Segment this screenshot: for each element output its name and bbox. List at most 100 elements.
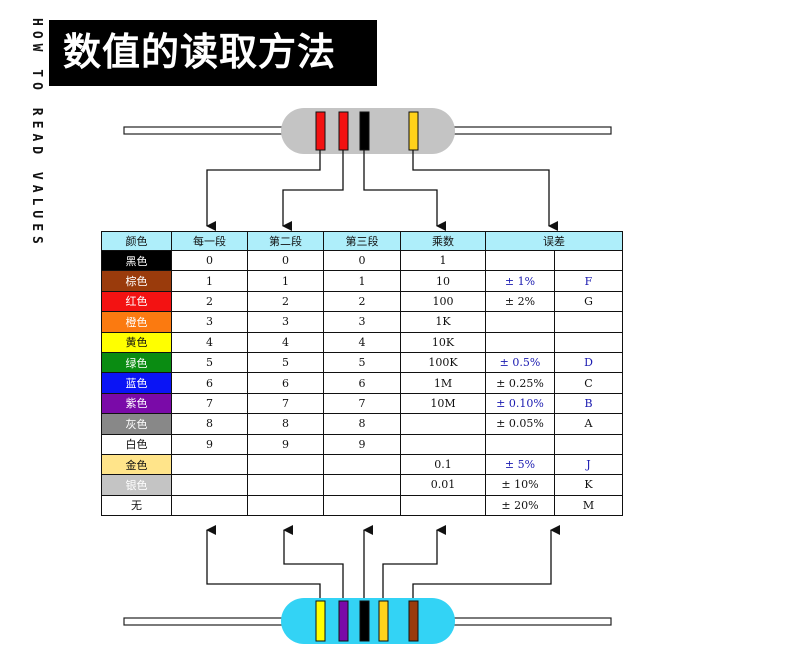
tolerance-code-cell: C [554, 372, 623, 394]
digit3-cell [323, 453, 401, 476]
tolerance-cell: ± 0.05% [485, 413, 555, 435]
digit3-cell [323, 474, 401, 496]
digit3-cell: 9 [323, 433, 401, 455]
digit3-cell: 4 [323, 331, 401, 353]
resistor-band [338, 111, 349, 151]
digit2-cell: 2 [247, 290, 324, 313]
digit1-cell [171, 474, 248, 496]
tolerance-cell: ± 5% [485, 453, 555, 476]
tolerance-code-cell: K [554, 474, 623, 496]
digit2-cell: 6 [247, 372, 324, 394]
tolerance-cell [485, 433, 555, 455]
multiplier-cell: 1M [400, 372, 486, 394]
tolerance-cell [485, 311, 555, 333]
digit1-cell: 5 [171, 351, 248, 374]
digit3-cell: 1 [323, 270, 401, 292]
resistor-band [378, 600, 389, 642]
tolerance-code-cell: M [554, 494, 623, 517]
top-resistor-lead-right [449, 126, 612, 135]
multiplier-cell: 100K [400, 351, 486, 374]
tolerance-code-cell: G [554, 290, 623, 313]
table-row: 无± 20%M [101, 494, 623, 517]
digit1-cell: 6 [171, 372, 248, 394]
digit2-cell: 5 [247, 351, 324, 374]
resistor-band [315, 600, 326, 642]
side-caption: HOW TO READ VALUES [29, 18, 44, 249]
multiplier-cell: 0.01 [400, 474, 486, 496]
tolerance-code-cell: A [554, 413, 623, 435]
multiplier-cell [400, 494, 486, 517]
top-connectors [206, 150, 558, 231]
color-cell: 金色 [101, 453, 172, 476]
digit1-cell: 7 [171, 392, 248, 415]
digit1-cell: 0 [171, 249, 248, 272]
top-resistor-lead-left [123, 126, 287, 135]
multiplier-cell [400, 433, 486, 455]
digit3-cell: 2 [323, 290, 401, 313]
connector-b-band4 [382, 525, 446, 600]
bottom-resistor-lead-right [449, 617, 612, 626]
header-color: 颜色 [101, 231, 172, 251]
connector-b-band1 [206, 525, 321, 600]
digit2-cell: 7 [247, 392, 324, 415]
digit2-cell: 1 [247, 270, 324, 292]
multiplier-cell [400, 413, 486, 435]
color-cell: 紫色 [101, 392, 172, 415]
color-cell: 橙色 [101, 311, 172, 333]
digit3-cell: 0 [323, 249, 401, 272]
bottom-resistor [123, 598, 612, 644]
resistor-band [359, 111, 370, 151]
digit2-cell: 4 [247, 331, 324, 353]
tolerance-cell: ± 0.25% [485, 372, 555, 394]
digit2-cell [247, 453, 324, 476]
resistor-band [338, 600, 349, 642]
tolerance-code-cell [554, 433, 623, 455]
tolerance-code-cell [554, 311, 623, 333]
digit3-cell: 7 [323, 392, 401, 415]
tolerance-cell: ± 2% [485, 290, 555, 313]
color-cell: 绿色 [101, 351, 172, 374]
digit2-cell: 3 [247, 311, 324, 333]
table-header-row: 颜色 每一段 第二段 第三段 乘数 误差 [101, 231, 623, 251]
tolerance-cell [485, 331, 555, 353]
digit1-cell [171, 453, 248, 476]
digit1-cell [171, 494, 248, 517]
tolerance-cell [485, 249, 555, 272]
resistor-band [408, 111, 419, 151]
color-cell: 银色 [101, 474, 172, 496]
digit1-cell: 2 [171, 290, 248, 313]
tolerance-code-cell [554, 249, 623, 272]
tolerance-cell: ± 0.10% [485, 392, 555, 415]
header-second-band: 第二段 [247, 231, 324, 251]
color-cell: 黑色 [101, 249, 172, 272]
multiplier-cell: 100 [400, 290, 486, 313]
digit3-cell: 8 [323, 413, 401, 435]
digit2-cell [247, 494, 324, 517]
tolerance-cell: ± 1% [485, 270, 555, 292]
digit3-cell: 5 [323, 351, 401, 374]
tolerance-code-cell: D [554, 351, 623, 374]
tolerance-code-cell: F [554, 270, 623, 292]
connector-band1 [206, 150, 321, 231]
color-cell: 棕色 [101, 270, 172, 292]
digit1-cell: 1 [171, 270, 248, 292]
tolerance-cell: ± 20% [485, 494, 555, 517]
digit2-cell: 0 [247, 249, 324, 272]
tolerance-cell: ± 0.5% [485, 351, 555, 374]
tolerance-code-cell [554, 331, 623, 353]
multiplier-cell: 10M [400, 392, 486, 415]
bottom-resistor-bands [315, 600, 419, 642]
multiplier-cell: 1K [400, 311, 486, 333]
digit1-cell: 9 [171, 433, 248, 455]
color-cell: 红色 [101, 290, 172, 313]
connector-b-band5 [412, 525, 560, 600]
header-tolerance: 误差 [485, 231, 623, 251]
digit3-cell: 3 [323, 311, 401, 333]
